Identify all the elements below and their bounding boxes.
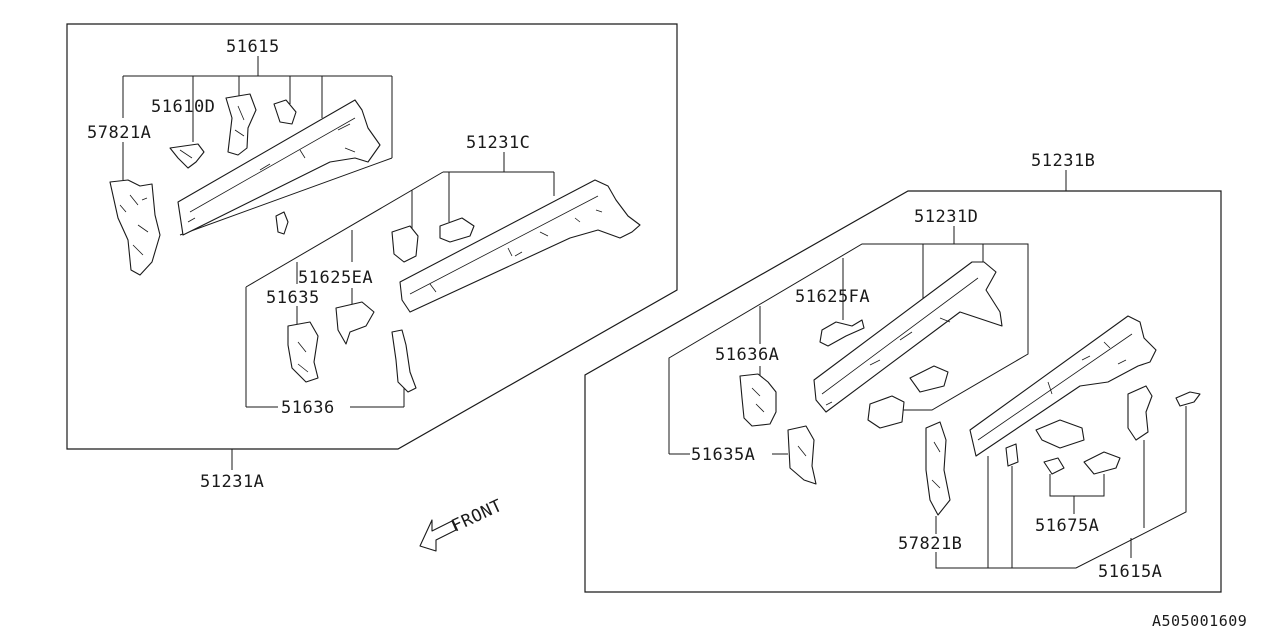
part-51635: [287, 321, 319, 383]
frame-51231A: [66, 23, 678, 450]
part-bracket-b: [273, 99, 297, 125]
label-51625EA: 51625EA: [298, 268, 373, 288]
label-57821A: 57821A: [87, 123, 151, 143]
part-small-mount: [391, 225, 419, 263]
part-51636: [391, 329, 417, 393]
part-51610D: [169, 143, 205, 169]
leader-51615A: [935, 406, 1187, 569]
leader-51231D: [668, 226, 1029, 455]
label-51635A: 51635A: [691, 445, 755, 465]
part-51625EA: [335, 301, 375, 345]
part-51615A-rail: [969, 315, 1157, 457]
front-arrow-icon: [419, 519, 457, 552]
part-51231C-rail: [399, 179, 641, 313]
part-51635A: [787, 425, 817, 485]
leader-51615: [122, 56, 393, 236]
label-51675A: 51675A: [1035, 516, 1099, 536]
part-51675A-c: [1083, 451, 1121, 475]
label-51635: 51635: [266, 288, 320, 308]
part-51675A-a: [1035, 419, 1085, 449]
part-right-clip: [1175, 391, 1201, 407]
label-57821B: 57821B: [898, 534, 962, 554]
frame-51231B: [584, 190, 1222, 593]
part-51675A-b: [1043, 457, 1065, 475]
part-bracket-d: [909, 365, 949, 393]
part-box-mount: [867, 395, 905, 429]
part-51636A: [739, 373, 777, 427]
part-57821A: [109, 179, 161, 276]
part-51625FA: [819, 319, 865, 347]
label-front: FRONT: [449, 496, 506, 537]
part-51231D-rail: [813, 261, 1003, 413]
label-51231A: 51231A: [200, 472, 264, 492]
part-51615-rail: [177, 99, 381, 236]
part-small-plate: [1005, 443, 1019, 467]
label-51636: 51636: [281, 398, 335, 418]
label-51625FA: 51625FA: [795, 287, 870, 307]
part-bracket-c: [439, 217, 475, 243]
diagram-code: A505001609: [1152, 612, 1247, 630]
label-51231D: 51231D: [914, 207, 978, 227]
part-57821B: [925, 421, 951, 516]
part-side-bracket: [1127, 385, 1153, 441]
label-51231C: 51231C: [466, 133, 530, 153]
label-51610D: 51610D: [151, 97, 215, 117]
label-51615A: 51615A: [1098, 562, 1162, 582]
label-51636A: 51636A: [715, 345, 779, 365]
part-bracket-a: [225, 93, 257, 156]
leader-51231C: [245, 152, 555, 408]
part-small-clip: [275, 211, 289, 235]
label-51615: 51615: [226, 37, 280, 57]
label-51231B: 51231B: [1031, 151, 1095, 171]
leader-51675A: [1049, 474, 1105, 514]
